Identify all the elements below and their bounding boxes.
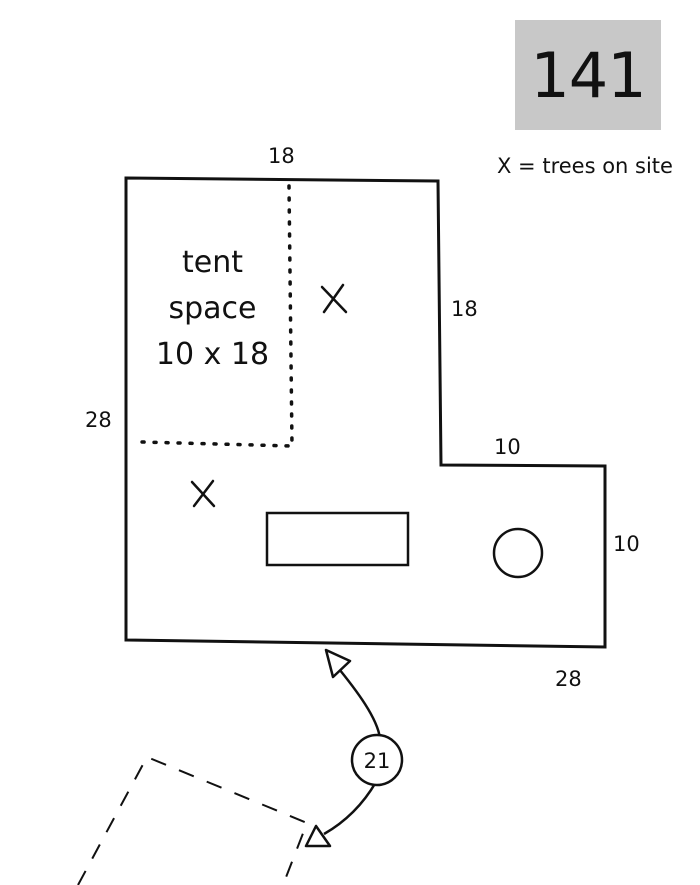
entrance-arrow-icon [324,648,352,679]
dimension-right-upper: 18 [451,297,478,321]
dimension-left: 28 [85,408,112,432]
neighbor-site-number: 21 [364,749,391,773]
dimension-step: 10 [494,435,521,459]
neighbor-site-outline [77,755,309,885]
site-number: 141 [530,38,646,112]
tree-icon [320,283,348,314]
tree-icon [190,479,216,508]
neighbor-site-marker [350,733,404,787]
tent-space-label-line: tent [182,245,243,280]
site-boundary [124,176,607,649]
access-path [323,781,378,836]
dimension-top: 18 [268,144,295,168]
site-number-badge: 141 [515,20,661,130]
tent-space-label-line: space [168,291,257,326]
access-path [334,663,382,739]
tent-space-label: tent space 10 x 18 [145,240,280,378]
tree-legend: X = trees on site [497,154,673,178]
dimension-right-lower: 10 [613,532,640,556]
fire-ring-icon [492,527,544,579]
dimension-bottom: 28 [555,667,582,691]
tent-space-label-line: 10 x 18 [155,337,270,372]
tent-space-boundary [140,184,294,448]
entrance-arrow-icon [304,824,332,848]
picnic-table-icon [265,511,410,567]
